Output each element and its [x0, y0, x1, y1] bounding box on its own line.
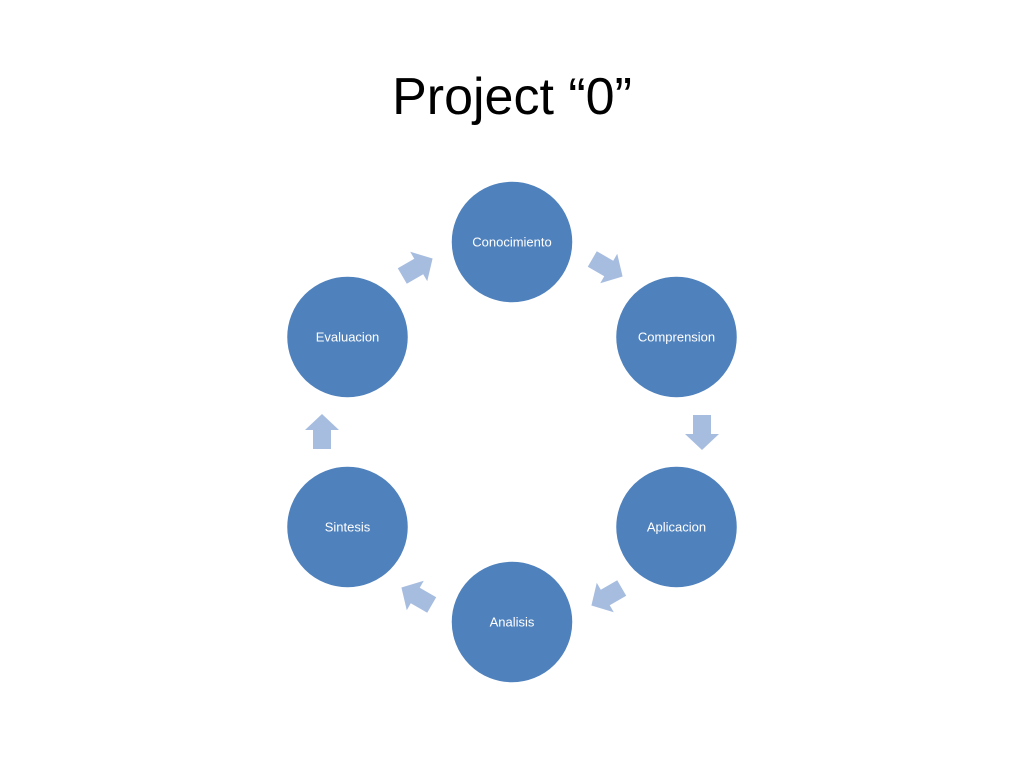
cycle-node-circle [285, 465, 410, 589]
cycle-node-label: Comprension [638, 330, 715, 345]
cycle-node: Evaluacion [285, 275, 410, 399]
cycle-node-label: Aplicacion [647, 520, 706, 535]
cycle-node-circle [450, 560, 574, 684]
cycle-node: Sintesis [285, 465, 410, 589]
cycle-node-circle [285, 275, 410, 399]
cycle-node-label: Sintesis [325, 520, 371, 535]
cycle-node-label: Conocimiento [472, 235, 552, 250]
cycle-node: Analisis [450, 560, 574, 684]
cycle-arrow [401, 580, 437, 613]
cycle-node-circle [614, 465, 739, 589]
cycle-arrow [397, 251, 433, 284]
cycle-node: Aplicacion [614, 465, 739, 589]
cycle-node: Comprension [614, 275, 739, 399]
cycle-arrows [305, 251, 719, 613]
cycle-node-label: Analisis [490, 615, 535, 630]
cycle-arrow [685, 415, 719, 450]
cycle-node: Conocimiento [450, 180, 574, 304]
cycle-node-label: Evaluacion [316, 330, 380, 345]
cycle-node-circle [614, 275, 739, 399]
cycle-node-circle [450, 180, 574, 304]
cycle-arrow [305, 414, 339, 449]
cycle-arrow [587, 251, 623, 284]
slide-title: Project “0” [392, 68, 632, 126]
cycle-arrow [591, 580, 627, 613]
cycle-nodes: ConocimientoComprensionAplicacionAnalisi… [285, 180, 739, 684]
